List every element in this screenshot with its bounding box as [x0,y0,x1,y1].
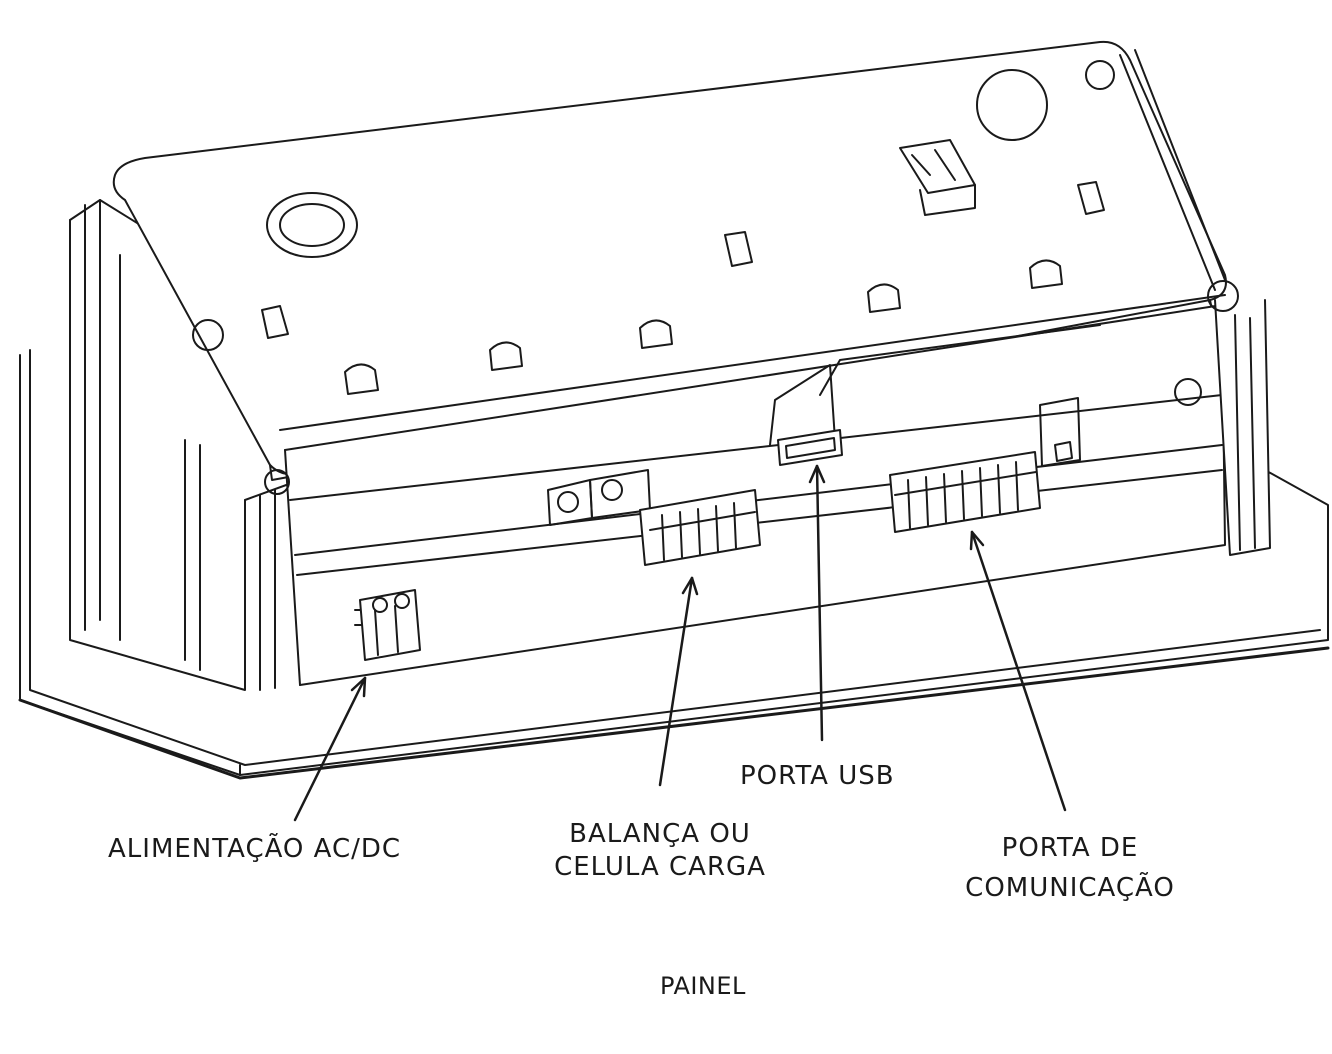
round-knob-icon [266,192,358,258]
slot-icon [639,319,673,349]
screw-icon [1085,60,1115,90]
label-comm-line2: COMUNICAÇÃO [965,873,1175,903]
label-scale-line1: BALANÇA OU [569,819,751,849]
label-scale-line2: CELULA CARGA [554,852,766,882]
label-scale-load-cell: BALANÇA OU CELULA CARGA [510,818,810,884]
arrow-power [293,676,367,822]
label-panel: PAINEL [660,972,746,1000]
power-terminal-icon [359,589,421,661]
slot-icon [1029,259,1063,289]
arrow-comm [970,530,1067,812]
label-comm-port: PORTA DE COMUNICAÇÃO [920,828,1220,908]
slot-icon [489,341,523,371]
slot-icon [261,305,289,339]
leader-arrows [293,464,1067,822]
screw-icon [1207,280,1239,312]
slot-icon [867,283,901,313]
slot-icon [344,363,379,395]
cover-features [192,60,1239,495]
round-plug-icon [976,69,1048,141]
arrow-usb [815,464,824,742]
label-comm-line1: PORTA DE [1001,833,1139,863]
slot-icon [1077,181,1105,215]
screw-icon [264,469,290,495]
load-cell-terminal-icon [639,489,761,566]
slot-icon [724,231,753,267]
screw-icon [192,319,224,351]
arrow-scale [658,576,694,787]
label-power-supply: ALIMENTAÇÃO AC/DC [108,834,402,864]
label-usb-port: PORTA USB [740,761,895,791]
right-side-frame [1119,49,1271,556]
connectors [354,397,1081,661]
